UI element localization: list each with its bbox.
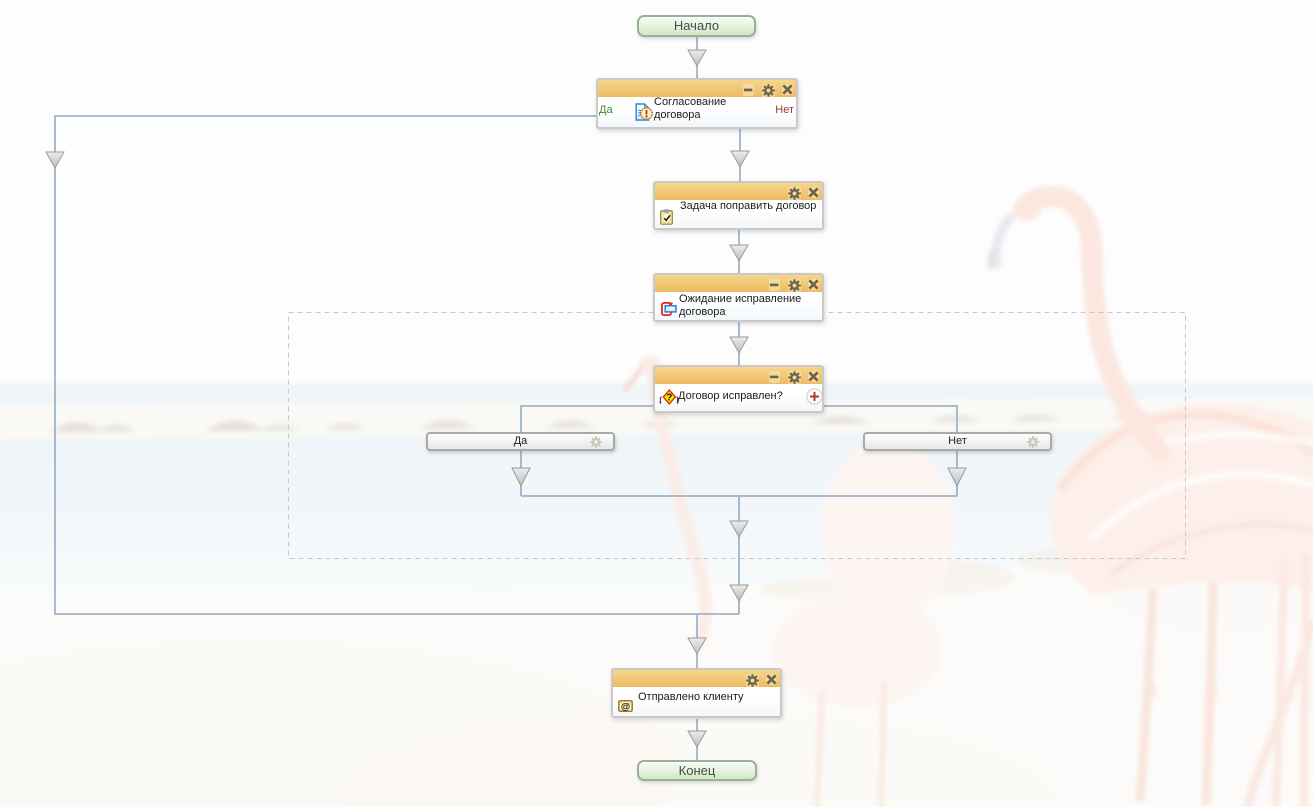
svg-text:?: ?	[666, 393, 672, 404]
svg-text:@: @	[621, 701, 630, 712]
